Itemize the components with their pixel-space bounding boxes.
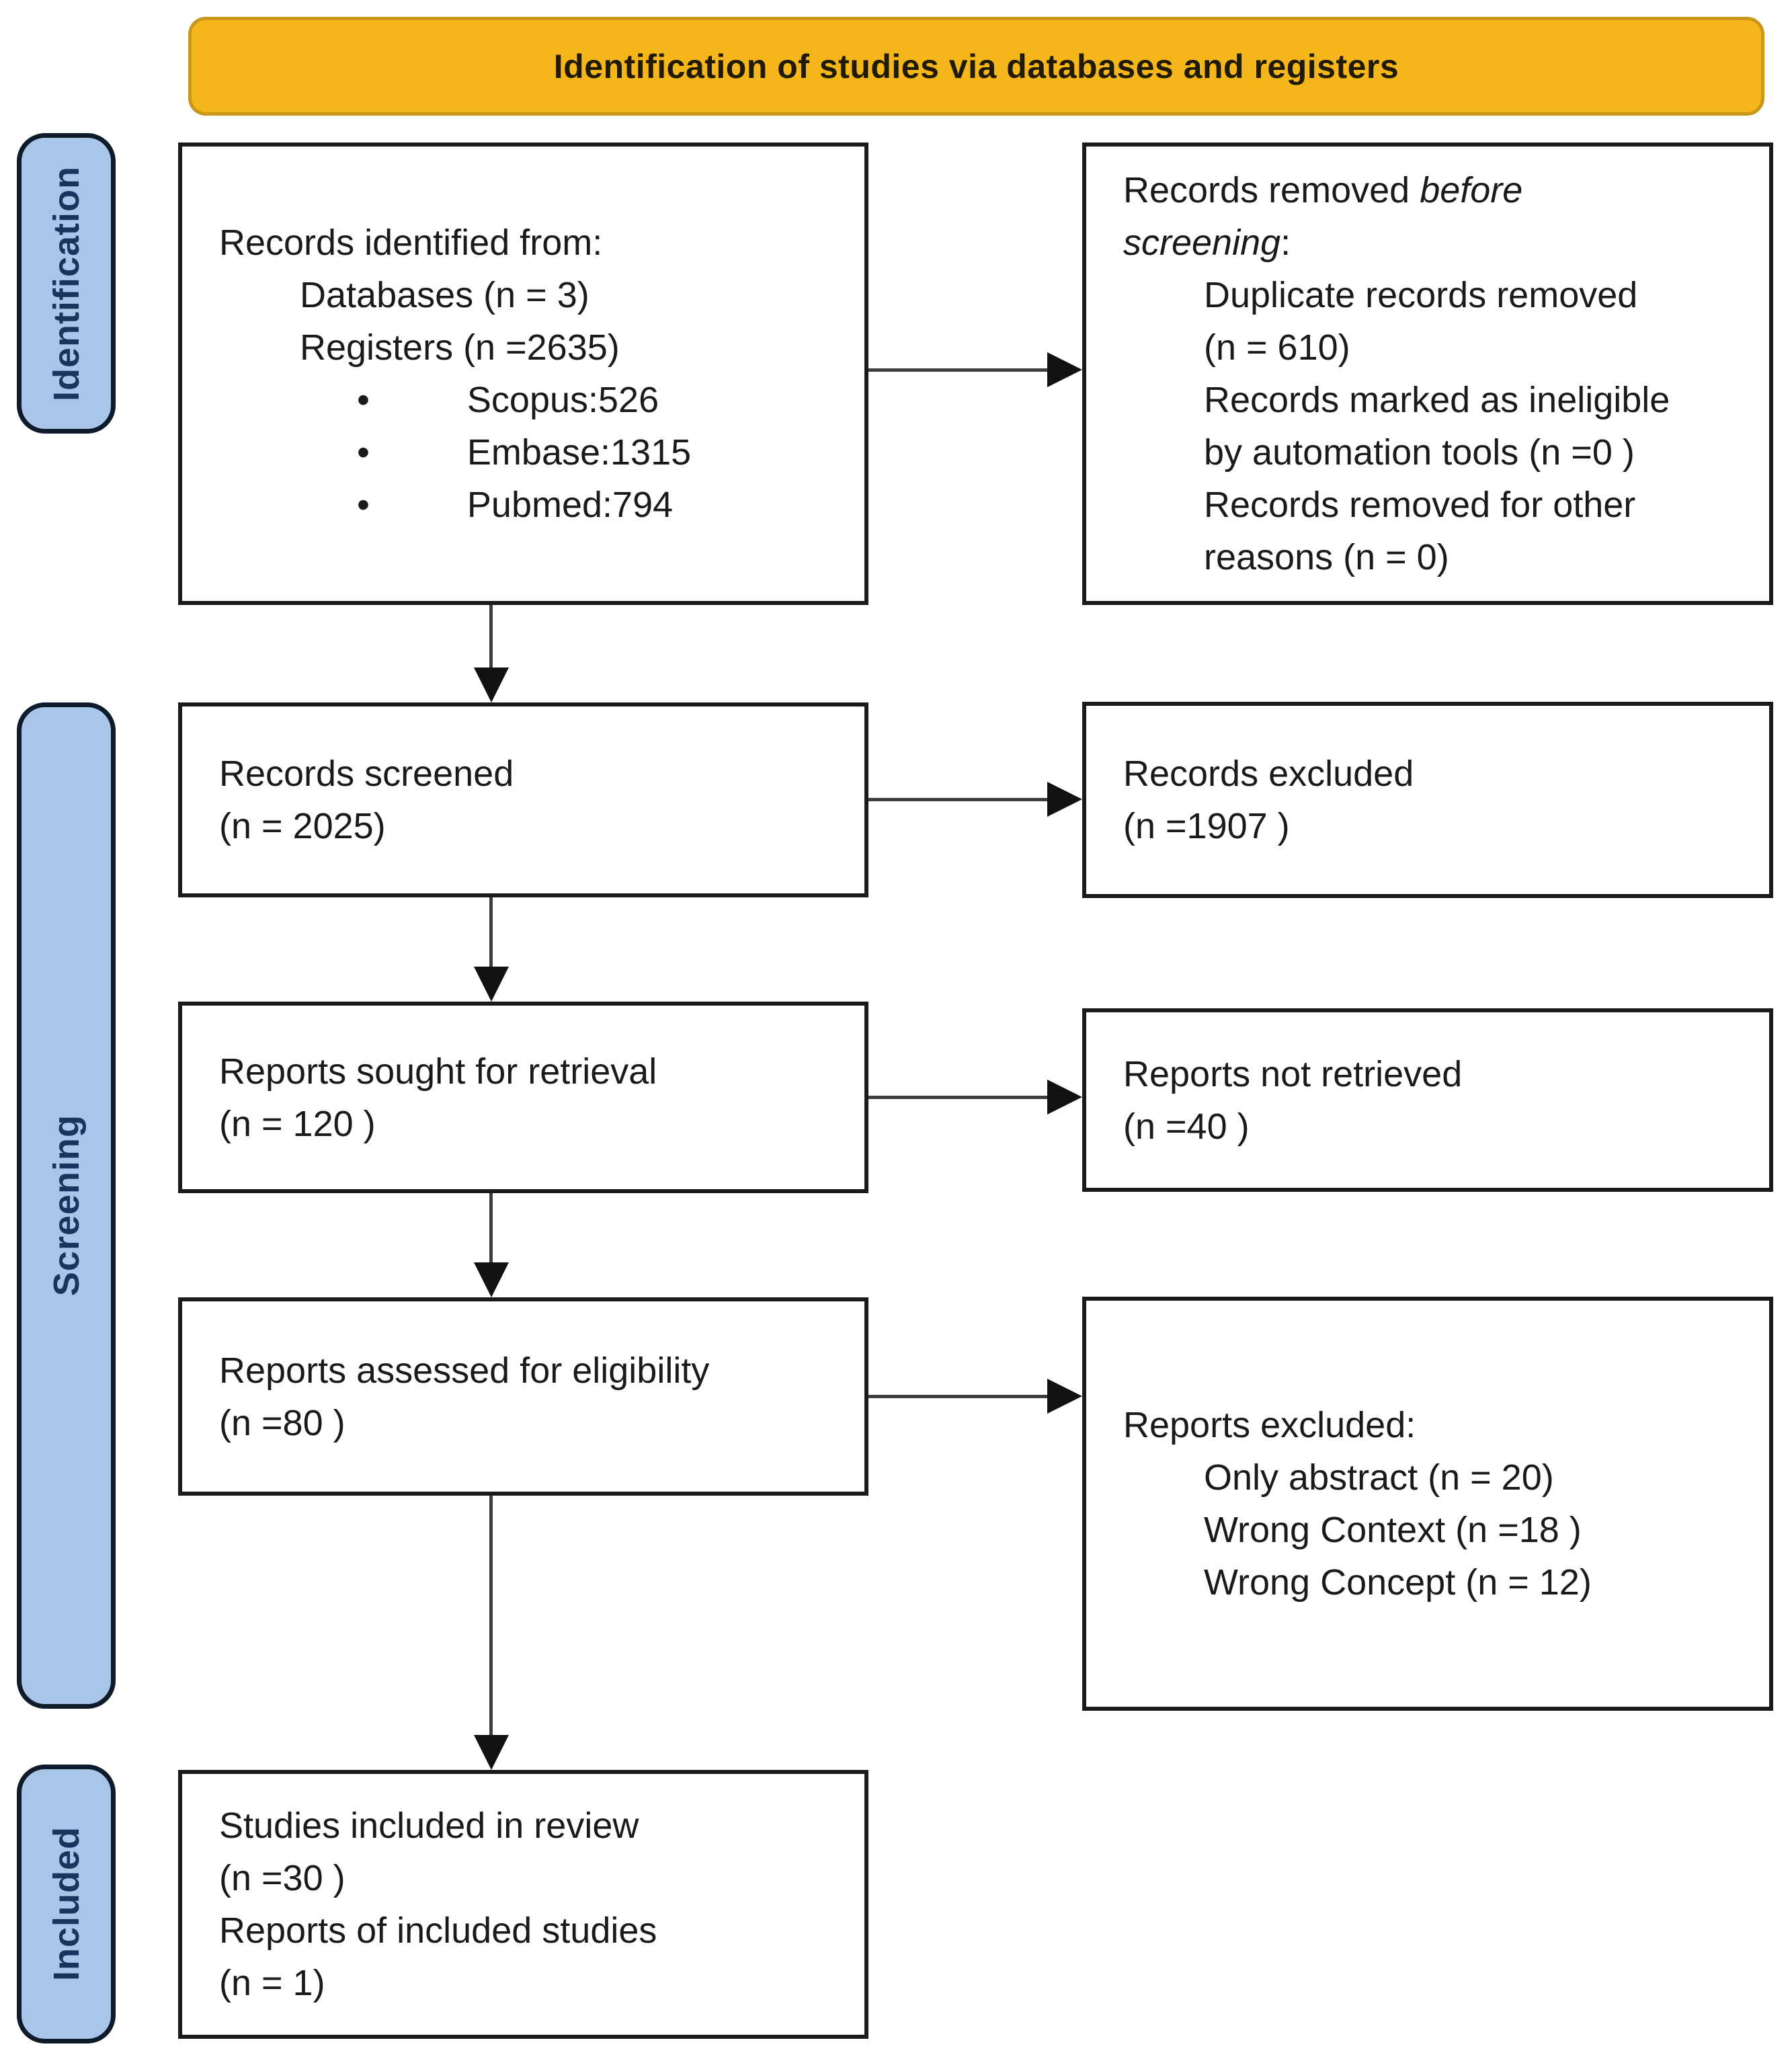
arrowhead-right-icon xyxy=(1047,1080,1082,1115)
records-removed-item3-line1: Records removed for other xyxy=(1204,485,1636,525)
banner-title: Identification of studies via databases … xyxy=(553,47,1399,85)
records-removed-item1-line1: Duplicate records removed xyxy=(1204,275,1638,315)
arrowhead-down-icon xyxy=(474,1735,509,1770)
arrowhead-down-icon xyxy=(474,967,509,1002)
box-records-excluded: Records excluded (n =1907 ) xyxy=(1082,702,1773,898)
reports-excluded-item-context: Wrong Context (n =18 ) xyxy=(1204,1510,1582,1550)
stage-label-screening: Screening xyxy=(46,1115,87,1297)
records-removed-title-line2: screening: xyxy=(1123,216,1732,269)
stage-label-included: Included xyxy=(46,1826,87,1982)
records-removed-title-regular: Records removed xyxy=(1123,170,1420,210)
reports-excluded-item-abstract: Only abstract (n = 20) xyxy=(1204,1457,1554,1498)
arrow-line xyxy=(868,368,1049,372)
records-removed-item3-line2: reasons (n = 0) xyxy=(1204,537,1449,577)
records-identified-title: Records identified from: xyxy=(219,223,603,263)
stage-bar-included: Included xyxy=(17,1765,116,2044)
arrowhead-down-icon xyxy=(474,668,509,702)
stage-bar-screening: Screening xyxy=(17,702,116,1709)
reports-assessed-label: Reports assessed for eligibility xyxy=(219,1350,710,1391)
arrow-line xyxy=(489,1496,493,1736)
studies-included-label: Studies included in review xyxy=(219,1806,639,1846)
bullet-icon: • xyxy=(357,380,370,420)
records-removed-item2-line2: by automation tools (n =0 ) xyxy=(1204,432,1635,473)
records-identified-databases: Databases (n = 3) xyxy=(300,275,589,315)
reports-not-retrieved-count: (n =40 ) xyxy=(1123,1106,1250,1147)
reports-included-label: Reports of included studies xyxy=(219,1910,657,1951)
box-records-removed: Records removed before screening: Duplic… xyxy=(1082,143,1773,605)
arrow-line xyxy=(489,605,493,669)
bullet-item-scopus: • Scopus:526 xyxy=(219,374,827,426)
records-removed-title-italic2: screening xyxy=(1123,223,1281,263)
arrow-line xyxy=(868,1096,1049,1099)
records-excluded-label: Records excluded xyxy=(1123,754,1414,794)
stage-bar-identification: Identification xyxy=(17,133,116,434)
records-removed-title-line1: Records removed before xyxy=(1123,164,1732,216)
reports-not-retrieved-label: Reports not retrieved xyxy=(1123,1053,1463,1094)
box-records-screened: Records screened (n = 2025) xyxy=(178,702,868,897)
stage-label-identification: Identification xyxy=(46,165,87,401)
records-removed-item2-line1: Records marked as ineligible xyxy=(1204,380,1670,420)
reports-sought-label: Reports sought for retrieval xyxy=(219,1051,657,1092)
box-reports-not-retrieved: Reports not retrieved (n =40 ) xyxy=(1082,1008,1773,1192)
records-removed-title-colon: : xyxy=(1280,223,1291,263)
arrowhead-down-icon xyxy=(474,1262,509,1297)
arrowhead-right-icon xyxy=(1047,352,1082,387)
records-screened-label: Records screened xyxy=(219,754,514,794)
bullet-icon: • xyxy=(357,432,370,473)
bullet-item-embase: • Embase:1315 xyxy=(219,426,827,479)
bullet-item-pubmed: • Pubmed:794 xyxy=(219,479,827,531)
reports-excluded-title: Reports excluded: xyxy=(1123,1405,1416,1445)
reports-included-count: (n = 1) xyxy=(219,1963,325,2003)
records-removed-title-italic1: before xyxy=(1420,170,1523,210)
bullet-icon: • xyxy=(357,485,370,525)
records-screened-count: (n = 2025) xyxy=(219,806,386,846)
box-reports-excluded: Reports excluded: Only abstract (n = 20)… xyxy=(1082,1297,1773,1711)
bullet-label-pubmed: Pubmed:794 xyxy=(466,485,674,525)
arrowhead-right-icon xyxy=(1047,782,1082,817)
records-removed-item1-line2: (n = 610) xyxy=(1204,327,1350,368)
box-studies-included: Studies included in review (n =30 ) Repo… xyxy=(178,1770,868,2039)
reports-sought-count: (n = 120 ) xyxy=(219,1103,376,1144)
arrow-line xyxy=(868,1395,1049,1398)
arrow-line xyxy=(489,1193,493,1264)
bullet-label-scopus: Scopus:526 xyxy=(466,380,659,420)
box-reports-sought: Reports sought for retrieval (n = 120 ) xyxy=(178,1002,868,1193)
box-reports-assessed: Reports assessed for eligibility (n =80 … xyxy=(178,1297,868,1496)
arrow-line xyxy=(489,897,493,968)
arrowhead-right-icon xyxy=(1047,1379,1082,1414)
bullet-label-embase: Embase:1315 xyxy=(466,432,692,473)
records-identified-registers: Registers (n =2635) xyxy=(300,327,620,368)
studies-included-count: (n =30 ) xyxy=(219,1858,345,1898)
banner: Identification of studies via databases … xyxy=(188,17,1764,116)
reports-excluded-item-concept: Wrong Concept (n = 12) xyxy=(1204,1562,1592,1603)
records-excluded-count: (n =1907 ) xyxy=(1123,806,1290,846)
reports-assessed-count: (n =80 ) xyxy=(219,1402,345,1443)
arrow-line xyxy=(868,798,1049,801)
box-records-identified: Records identified from: Databases (n = … xyxy=(178,143,868,605)
